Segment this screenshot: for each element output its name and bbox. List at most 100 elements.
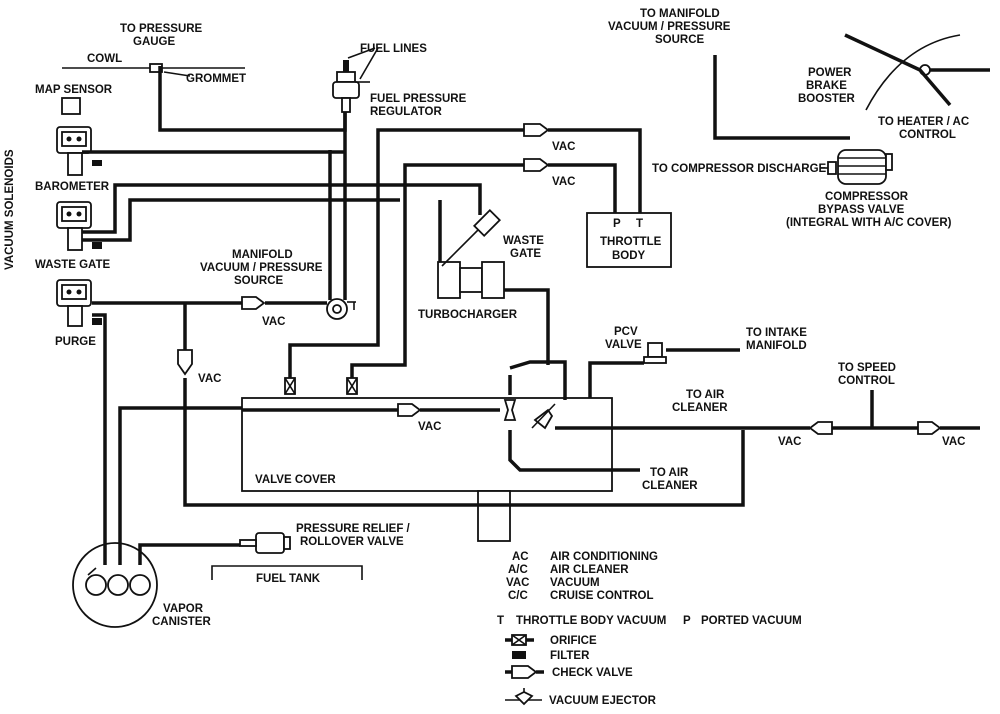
vac-label-speed-1: VAC [778, 436, 801, 448]
power-brake-label-2: BRAKE [806, 80, 847, 92]
check-valve-throttle-1 [523, 123, 550, 137]
legend-text-c-c: CRUISE CONTROL [550, 590, 654, 602]
fuel-lines-label: FUEL LINES [360, 43, 427, 55]
throttle-p-label: P [613, 218, 621, 230]
throttle-body-label-2: BODY [612, 250, 646, 262]
purge-solenoid [56, 279, 102, 327]
compressor-bypass-valve [827, 149, 893, 185]
to-speed-label-2: CONTROL [838, 375, 895, 387]
check-valve-purge-branch [177, 349, 193, 376]
vac-label-purge-branch: VAC [198, 373, 221, 385]
legend-text-p: PORTED VACUUM [701, 615, 802, 627]
orifice-2 [346, 377, 358, 395]
manifold-source-label-2: VACUUM / PRESSURE [200, 262, 323, 274]
pcv-label-2: VALVE [605, 339, 642, 351]
to-intake-label-2: MANIFOLD [746, 340, 807, 352]
to-heater-label: TO HEATER / AC [878, 116, 969, 128]
legend-code-t: T [497, 615, 504, 627]
pressure-relief-label: PRESSURE RELIEF / [296, 523, 411, 535]
legend-code-a-c: A/C [508, 564, 528, 576]
to-speed-label: TO SPEED [838, 362, 896, 374]
pcv-valve [643, 342, 667, 364]
to-manifold-label-2: VACUUM / PRESSURE [608, 21, 731, 33]
vac-label-manifold: VAC [262, 316, 285, 328]
compressor-bypass-label-2: BYPASS VALVE [818, 204, 905, 216]
vapor-canister [72, 542, 158, 628]
vacuum-ejector-1 [503, 399, 517, 421]
legend-filter: FILTER [550, 650, 590, 662]
map-sensor [61, 97, 81, 115]
grommet-label: GROMMET [186, 73, 246, 85]
legend-check-valve: CHECK VALVE [552, 667, 633, 679]
compressor-bypass-label: COMPRESSOR [825, 191, 909, 203]
legend-text-t: THROTTLE BODY VACUUM [516, 615, 666, 627]
manifold-vacuum-source [326, 298, 356, 320]
throttle-body-label: THROTTLE [600, 236, 662, 248]
compressor-bypass-label-3: (INTEGRAL WITH A/C COVER) [786, 217, 952, 229]
waste-gate-solenoid-label: WASTE GATE [35, 259, 111, 271]
fuel-pressure-regulator-label-2: REGULATOR [370, 106, 442, 118]
waste-gate-solenoid [56, 201, 102, 251]
vac-label-valve-cover: VAC [418, 421, 441, 433]
to-manifold-label-3: SOURCE [655, 34, 705, 46]
vac-label-throttle-1: VAC [552, 141, 575, 153]
to-air-cleaner-2-label: TO AIR [650, 467, 689, 479]
to-intake-label: TO INTAKE [746, 327, 807, 339]
legend-text-ac: AIR CONDITIONING [550, 551, 658, 563]
cowl-label: COWL [87, 53, 122, 65]
to-air-cleaner-label: TO AIR [686, 389, 725, 401]
legend-orifice-symbol [505, 634, 534, 646]
power-brake-label: POWER [808, 67, 852, 79]
map-sensor-label: MAP SENSOR [35, 84, 113, 96]
throttle-t-label: T [636, 218, 643, 230]
manifold-source-label: MANIFOLD [232, 249, 293, 261]
to-air-cleaner-2-label-2: CLEANER [642, 480, 698, 492]
turbocharger [437, 208, 505, 299]
to-air-cleaner-label-2: CLEANER [672, 402, 728, 414]
throttle-body [586, 212, 672, 268]
cowl-grommet [62, 63, 245, 77]
barometer-label: BAROMETER [35, 181, 110, 193]
legend-code-p: P [683, 615, 691, 627]
orifice-1 [284, 377, 296, 395]
check-valve-throttle-2 [523, 158, 550, 172]
legend-code-vac: VAC [506, 577, 529, 589]
waste-gate-label-2: GATE [510, 248, 541, 260]
legend: AC AIR CONDITIONING A/C AIR CLEANER VAC … [497, 551, 802, 707]
to-compressor-discharge-label: TO COMPRESSOR DISCHARGE [652, 163, 827, 175]
turbocharger-label: TURBOCHARGER [418, 309, 518, 321]
barometer-solenoid [56, 126, 102, 176]
vapor-canister-label-2: CANISTER [152, 616, 211, 628]
pcv-label: PCV [614, 326, 638, 338]
legend-text-a-c: AIR CLEANER [550, 564, 629, 576]
to-manifold-label: TO MANIFOLD [640, 8, 720, 20]
power-brake-label-3: BOOSTER [798, 93, 856, 105]
vac-label-throttle-2: VAC [552, 176, 575, 188]
fuel-pressure-regulator [332, 60, 370, 113]
check-valve-speed-2 [917, 421, 942, 435]
vacuum-solenoids-title: VACUUM SOLENOIDS [4, 149, 16, 270]
fuel-tank [211, 532, 363, 580]
vapor-canister-label: VAPOR [163, 603, 204, 615]
check-valve-speed-1 [808, 421, 833, 435]
fuel-pressure-regulator-label: FUEL PRESSURE [370, 93, 467, 105]
vacuum-ejector-2 [531, 403, 556, 430]
to-pressure-gauge-label-2: GAUGE [133, 36, 176, 48]
legend-check-valve-symbol [505, 665, 544, 679]
valve-cover-label: VALVE COVER [255, 474, 336, 486]
purge-label: PURGE [55, 336, 96, 348]
vacuum-hoses [82, 33, 990, 565]
legend-code-c-c: C/C [508, 590, 528, 602]
legend-text-vac: VACUUM [550, 577, 600, 589]
manifold-source-label-3: SOURCE [234, 275, 284, 287]
legend-code-ac: AC [512, 551, 529, 563]
check-valve-valve-cover [397, 403, 422, 417]
check-valve-manifold [241, 296, 266, 310]
pressure-relief-label-2: ROLLOVER VALVE [300, 536, 404, 548]
waste-gate-label: WASTE [503, 235, 544, 247]
to-pressure-gauge-label: TO PRESSURE [120, 23, 203, 35]
legend-vacuum-ejector-symbol [505, 688, 542, 706]
to-heater-label-2: CONTROL [899, 129, 956, 141]
